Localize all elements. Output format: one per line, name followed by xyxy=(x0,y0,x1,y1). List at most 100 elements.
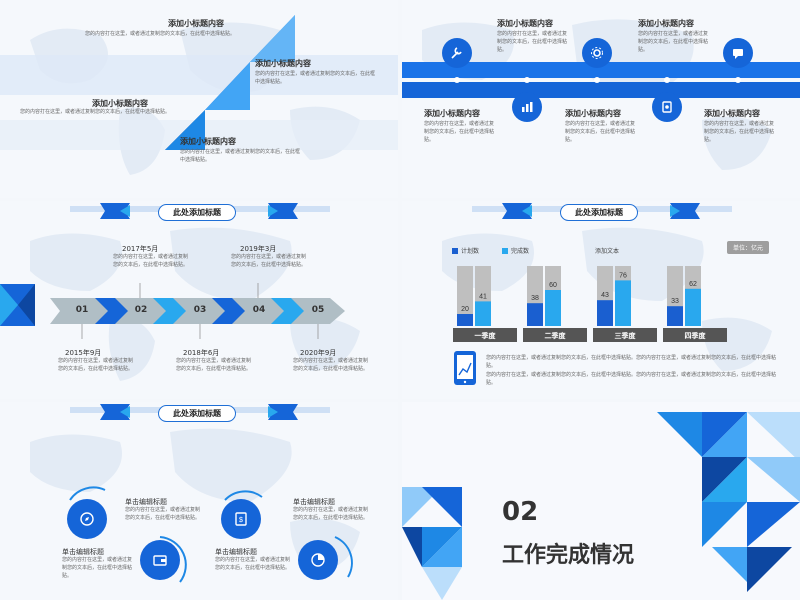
milestone-date: 2015年9月 xyxy=(65,349,102,357)
milestone-text: 您的内容打在这里，或者通过复制您的文本后，在此框中选择粘贴。 xyxy=(113,254,189,268)
category-band xyxy=(663,328,727,342)
milestone-text: 您的内容打在这里，或者通过复制您的文本后，在此框中选择粘贴。 xyxy=(293,358,369,372)
bar-actual xyxy=(475,301,491,326)
bar-value-label: 20 xyxy=(461,306,469,313)
document-icon xyxy=(652,92,682,122)
slide-thumbnail-6[interactable]: 02 工作完成情况 xyxy=(402,402,800,600)
item-title: 单击编辑标题 xyxy=(125,498,167,506)
item-title: 添加小标题内容 xyxy=(92,99,148,108)
unit-badge: 单位：亿元 xyxy=(727,241,770,254)
category-band xyxy=(593,328,657,342)
slide-thumbnail-4[interactable]: 此处添加标题 计划数 完成数 添加文本 单位：亿元 20 41 一季度 38 60 二季度… xyxy=(402,201,800,399)
world-map-background xyxy=(442,227,772,371)
bar-actual xyxy=(545,290,561,326)
item-text: 您的内容打在这里，或者通过复制您的文本后，在此框中选择粘贴。 xyxy=(565,121,636,143)
milestone-date: 2020年9月 xyxy=(300,349,337,357)
page-title: 此处添加标题 xyxy=(158,204,236,221)
slide-thumbnail-3[interactable]: 此处添加标题 01 02 03 04 05 2017年5月 您的内容打在这里，或… xyxy=(0,201,398,399)
item-title: 添加小标题内容 xyxy=(497,19,553,28)
step-number: 02 xyxy=(134,305,148,315)
bar-value-label: 60 xyxy=(549,282,557,289)
milestone-text: 您的内容打在这里，或者通过复制您的文本后，在此框中选择粘贴。 xyxy=(58,358,134,372)
legend-swatch xyxy=(502,247,508,254)
item-text: 您的内容打在这里，或者通过复制您的文本后，在此框中选择粘贴。 xyxy=(215,557,291,571)
item-text: 您的内容打在这里，或者通过复制您的文本后，在此框中选择粘贴。 xyxy=(180,149,301,163)
item-text: 您的内容打在这里，或者通过复制您的文本后，在此框中选择粘贴。 xyxy=(704,121,775,143)
category-band xyxy=(523,328,587,342)
item-text: 您的内容打在这里，或者通过复制您的文本后，在此框中选择粘贴。 xyxy=(638,31,709,53)
category-label: 四季度 xyxy=(685,331,707,340)
item-text: 您的内容打在这里，或者通过复制您的文本后，在此框中选择粘贴。 xyxy=(424,121,495,143)
pie-chart-icon xyxy=(298,540,338,580)
bar-plan xyxy=(597,300,613,326)
bar-plan xyxy=(667,306,683,326)
bar-value-label: 43 xyxy=(601,292,609,299)
chart-description-2: 您的内容打在这里，或者通过复制您的文本后，在此框中选择粘贴。您的内容打在这里，或… xyxy=(486,372,777,386)
compass-icon xyxy=(67,499,107,539)
item-text: 您的内容打在这里，或者通过复制您的文本后，在此框中选择粘贴。 xyxy=(85,31,236,37)
world-map-background xyxy=(30,227,360,381)
milestone-text: 您的内容打在这里，或者通过复制您的文本后，在此框中选择粘贴。 xyxy=(231,254,307,268)
legend-actual: 完成数 xyxy=(502,246,529,255)
section-cover-graphic xyxy=(402,402,800,600)
bar-value-label: 76 xyxy=(619,272,627,279)
item-title: 单击编辑标题 xyxy=(62,548,104,556)
bar-value-label: 62 xyxy=(689,281,697,288)
page-title: 此处添加标题 xyxy=(158,405,236,422)
item-title: 添加小标题内容 xyxy=(168,19,224,28)
step-number: 01 xyxy=(75,305,89,315)
step-number: 05 xyxy=(311,305,325,315)
category-label: 一季度 xyxy=(475,331,497,340)
item-title: 添加小标题内容 xyxy=(638,19,694,28)
item-title: 单击编辑标题 xyxy=(215,548,257,556)
item-text: 您的内容打在这里，或者通过复制您的文本后，在此框中选择粘贴。 xyxy=(293,507,369,521)
legend-swatch xyxy=(452,247,458,254)
step-number: 04 xyxy=(252,305,266,315)
svg-text:$: $ xyxy=(239,517,243,524)
bar-actual xyxy=(685,288,701,326)
slide-thumbnail-2[interactable]: 添加小标题内容 您的内容打在这里，或者通过复制您的文本后，在此框中选择粘贴。 添… xyxy=(402,0,800,198)
category-label: 三季度 xyxy=(615,331,637,340)
geometric-band xyxy=(0,15,398,150)
slide-thumbnail-1[interactable]: 添加小标题内容 您的内容打在这里，或者通过复制您的文本后，在此框中选择粘贴。 添… xyxy=(0,0,398,198)
chart-description-1: 您的内容打在这里，或者通过复制您的文本后，在此框中选择粘贴。您的内容打在这里，或… xyxy=(486,355,777,369)
bar-value-label: 33 xyxy=(671,298,679,305)
bar-chart-icon xyxy=(512,92,542,122)
bar-actual xyxy=(615,280,631,326)
world-map-background xyxy=(422,19,772,170)
item-text: 您的内容打在这里，或者通过复制您的文本后，在此框中选择粘贴。 xyxy=(497,31,568,53)
bar-chart: 20 41 一季度 38 60 二季度 43 76 三季度 33 62 四季度 xyxy=(453,266,727,342)
item-title: 添加小标题内容 xyxy=(704,109,760,118)
category-label: 二季度 xyxy=(545,331,567,340)
page-title: 此处添加标题 xyxy=(560,204,638,221)
header-ribbon xyxy=(69,404,353,583)
timeline-arrow xyxy=(0,283,345,339)
phone-chart-icon xyxy=(454,351,476,385)
milestone-date: 2018年6月 xyxy=(183,349,220,357)
step-number: 03 xyxy=(193,305,207,315)
item-title: 添加小标题内容 xyxy=(424,109,480,118)
item-title: 添加小标题内容 xyxy=(255,59,311,68)
item-text: 您的内容打在这里，或者通过复制您的文本后，在此框中选择粘贴。 xyxy=(62,557,133,579)
chart-subtitle: 添加文本 xyxy=(595,248,620,255)
gear-icon xyxy=(582,38,612,68)
category-band xyxy=(453,328,517,342)
item-title: 添加小标题内容 xyxy=(565,109,621,118)
item-text: 您的内容打在这里，或者通过复制您的文本后，在此框中选择粘贴。 xyxy=(125,507,201,521)
milestone-date: 2017年5月 xyxy=(122,245,159,253)
tools-icon xyxy=(442,38,472,68)
bar-plan xyxy=(457,314,473,326)
message-icon xyxy=(723,38,753,68)
section-title: 工作完成情况 xyxy=(502,543,635,568)
milestone-date: 2019年3月 xyxy=(240,245,277,253)
world-map-background xyxy=(30,428,360,572)
item-title: 单击编辑标题 xyxy=(293,498,335,506)
bar-background xyxy=(457,266,473,326)
item-text: 您的内容打在这里，或者通过复制您的文本后，在此框中选择粘贴。 xyxy=(255,71,376,85)
item-text: 您的内容打在这里，或者通过复制您的文本后，在此框中选择粘贴。 xyxy=(20,109,171,115)
slide-thumbnail-5[interactable]: 此处添加标题 $ 单击编辑标题 您的内容打在这里，或者通过复制您的文本后，在此框… xyxy=(0,402,398,600)
dollar-document-icon: $ xyxy=(221,499,261,539)
bar-value-label: 41 xyxy=(479,293,487,300)
legend-plan: 计划数 xyxy=(452,246,479,255)
bar-value-label: 38 xyxy=(531,295,539,302)
